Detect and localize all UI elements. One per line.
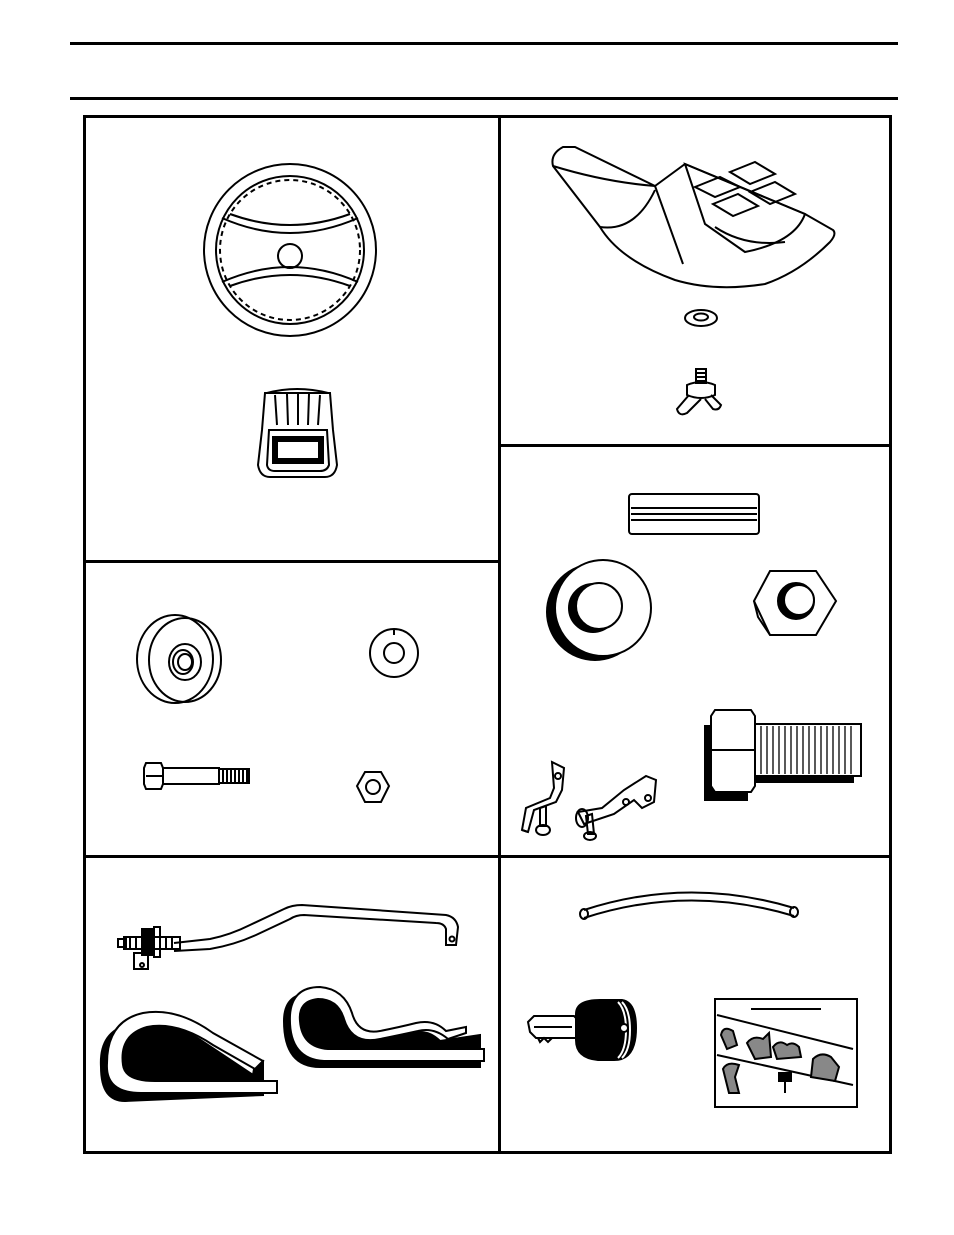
large-bolt-icon xyxy=(703,706,865,802)
large-washer-icon xyxy=(545,558,657,662)
header-text xyxy=(70,55,898,85)
divider-vertical xyxy=(498,115,501,1151)
decal-icon xyxy=(713,997,859,1109)
flat-washer-icon xyxy=(368,627,420,679)
hairpin-clip-icon-2 xyxy=(280,985,492,1075)
divider-left-2 xyxy=(83,855,501,858)
seat-knob-icon xyxy=(675,365,725,420)
lift-link-icon xyxy=(110,895,472,975)
divider-right-1 xyxy=(498,444,889,447)
bracket-pin-icon xyxy=(520,760,578,840)
steering-wheel-icon xyxy=(200,160,380,340)
steering-wheel-adapter-icon xyxy=(255,385,340,480)
header-rule-bottom xyxy=(70,97,898,100)
spacer-bar-icon xyxy=(627,492,761,536)
hex-nut-icon xyxy=(355,770,391,806)
divider-right-2 xyxy=(498,855,889,858)
large-hex-nut-icon xyxy=(752,567,840,639)
seat-icon xyxy=(545,142,840,294)
washer-icon xyxy=(683,308,719,328)
hairpin-clip-icon xyxy=(95,1005,281,1105)
hose-icon xyxy=(578,880,804,920)
header-rule-top xyxy=(70,42,898,45)
divider-left-1 xyxy=(83,560,501,563)
shoulder-bolt-icon xyxy=(143,760,253,792)
bracket-pin-icon-2 xyxy=(572,772,664,842)
ignition-key-icon xyxy=(526,998,638,1064)
deck-wheel-icon xyxy=(133,612,225,707)
